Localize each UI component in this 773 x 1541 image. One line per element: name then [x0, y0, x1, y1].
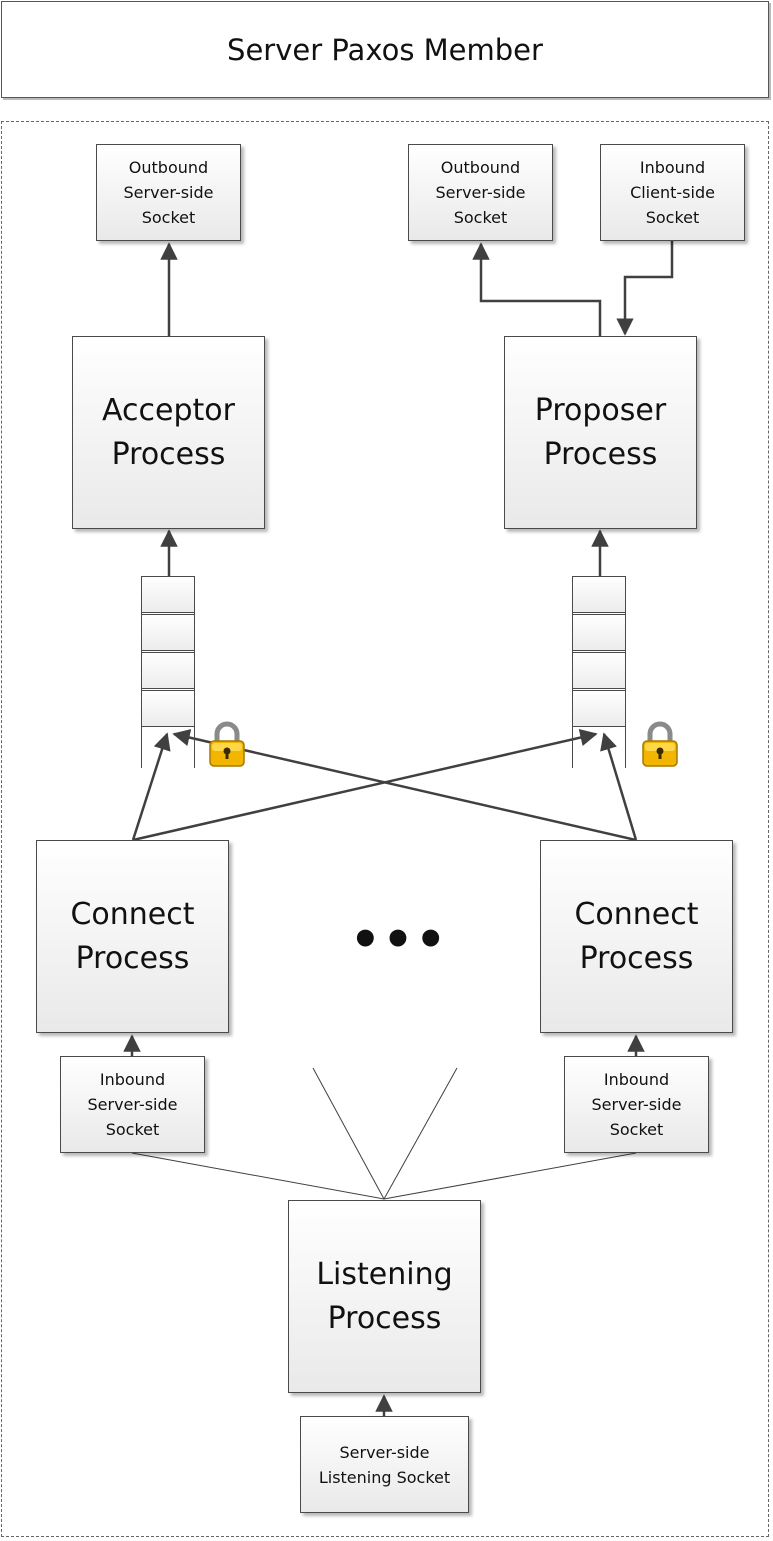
arrow-connect-left-to-proposer-queue: [132, 728, 598, 842]
arrow-proposer-to-outbound: [472, 242, 602, 336]
socket-label-line: Outbound: [440, 158, 521, 177]
arrow-connect-right-to-proposer-queue: [600, 732, 638, 841]
queue-slot: [141, 576, 195, 613]
connect-process-left: Connect Process: [36, 840, 229, 1033]
fan-line-left: [131, 1152, 385, 1200]
fan-line-center-left: [312, 1067, 385, 1200]
socket-label-line: Socket: [105, 1120, 160, 1139]
socket-label-line: Client-side: [630, 183, 715, 202]
socket-label-line: Server-side: [339, 1442, 430, 1462]
proposer-process: Proposer Process: [504, 336, 697, 529]
socket-label-line: Socket: [453, 208, 508, 227]
server-side-listening-socket: Server-side Listening Socket: [300, 1416, 469, 1513]
connect-process-right: Connect Process: [540, 840, 733, 1033]
fan-line-center-right: [383, 1067, 458, 1200]
queue-open-side: [141, 576, 142, 768]
queue-slot: [141, 690, 195, 727]
socket-label-line: Inbound: [603, 1070, 670, 1089]
fan-line-right: [383, 1152, 637, 1200]
queue-open-side: [194, 576, 195, 768]
ellipsis: •••: [350, 912, 449, 968]
socket-label-line: Server-side: [123, 183, 214, 202]
queue-slot: [572, 690, 626, 727]
process-label-line: Connect: [574, 896, 699, 932]
socket-label-line: Inbound: [639, 158, 706, 177]
process-label-line: Process: [543, 436, 658, 472]
queue-open-side: [625, 576, 626, 768]
arrow-client-to-proposer: [616, 241, 674, 336]
outbound-proposer-socket: Outbound Server-side Socket: [408, 144, 553, 241]
socket-label-line: Socket: [609, 1120, 664, 1139]
process-label-line: Listening: [316, 1256, 453, 1292]
socket-label-line: Inbound: [99, 1070, 166, 1089]
process-label-line: Process: [327, 1300, 442, 1336]
queue-slot: [141, 652, 195, 689]
queue-slot: [572, 576, 626, 613]
diagram-title: Server Paxos Member: [1, 1, 769, 98]
socket-label-line: Server-side: [591, 1095, 682, 1114]
socket-label-line: Socket: [645, 208, 700, 227]
listening-process: Listening Process: [288, 1200, 481, 1393]
queue-slot: [572, 614, 626, 651]
process-label-line: Process: [579, 940, 694, 976]
socket-label-line: Socket: [141, 208, 196, 227]
arrow-connect-left-to-acceptor-queue: [131, 732, 171, 841]
process-label-line: Process: [75, 940, 190, 976]
outbound-acceptor-socket: Outbound Server-side Socket: [96, 144, 241, 241]
proposer-queue: [572, 576, 628, 768]
process-label-line: Connect: [70, 896, 195, 932]
queue-slot: [572, 652, 626, 689]
socket-label-line: Server-side: [87, 1095, 178, 1114]
queue-slot: [141, 614, 195, 651]
socket-label-line: Outbound: [128, 158, 209, 177]
acceptor-queue: [141, 576, 197, 768]
inbound-server-socket-left: Inbound Server-side Socket: [60, 1056, 205, 1153]
queue-open-side: [572, 576, 573, 768]
socket-label-line: Listening Socket: [318, 1467, 451, 1487]
lock-icon: [642, 721, 678, 767]
inbound-client-socket: Inbound Client-side Socket: [600, 144, 745, 241]
arrow-connect-right-to-acceptor-queue: [172, 728, 637, 842]
server-paxos-member-boundary: [1, 121, 769, 1537]
process-label-line: Acceptor: [102, 392, 235, 428]
acceptor-process: Acceptor Process: [72, 336, 265, 529]
process-label-line: Process: [111, 436, 226, 472]
lock-icon: [209, 721, 245, 767]
process-label-line: Proposer: [534, 392, 667, 428]
inbound-server-socket-right: Inbound Server-side Socket: [564, 1056, 709, 1153]
socket-label-line: Server-side: [435, 183, 526, 202]
